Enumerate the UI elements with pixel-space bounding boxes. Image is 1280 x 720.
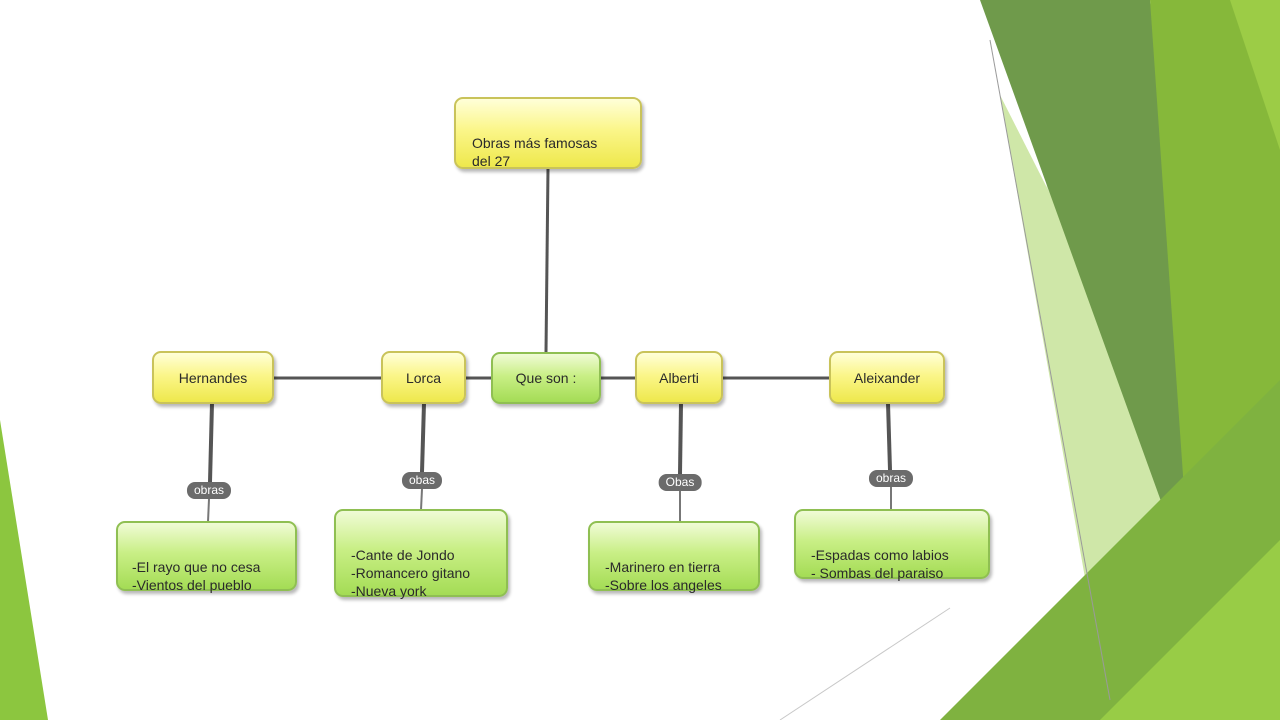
connector-aleixander-label xyxy=(886,402,892,471)
author-node-hernandes[interactable]: Hernandes xyxy=(152,351,274,404)
author-node-aleixander[interactable]: Aleixander xyxy=(829,351,945,404)
connector-label-hernandes-works xyxy=(207,498,210,523)
root-concept-node[interactable]: Obras más famosas del 27 xyxy=(454,97,642,169)
connector-lorca-label xyxy=(420,402,426,473)
author-node-lorca[interactable]: Lorca xyxy=(381,351,466,404)
connector-label-lorca-works xyxy=(420,488,423,511)
link-label-alberti: Obas xyxy=(658,474,702,491)
works-node-aleixander[interactable]: -Espadas como labios - Sombas del parais… xyxy=(794,509,990,581)
author-label: Lorca xyxy=(405,369,442,386)
works-list: -El rayo que no cesa -Vientos del pueblo xyxy=(132,559,261,593)
author-label: Aleixander xyxy=(853,369,921,386)
author-node-alberti[interactable]: Alberti xyxy=(635,351,723,404)
root-concept-label: Obras más famosas del 27 xyxy=(472,135,598,169)
hub-concept-node[interactable]: Que son : xyxy=(491,352,601,404)
thin-decor-line-2 xyxy=(779,607,951,720)
link-label-lorca: obas xyxy=(401,472,443,489)
link-label-hernandes: obras xyxy=(186,482,232,499)
connector-hernandes-label xyxy=(208,402,214,483)
works-node-lorca[interactable]: -Cante de Jondo -Romancero gitano -Nueva… xyxy=(334,509,508,599)
author-label: Alberti xyxy=(659,369,699,386)
right-bottom-light-wedge xyxy=(1100,540,1280,720)
left-edge-triangle xyxy=(0,420,48,720)
works-list: -Marinero en tierra -Sobre los angeles xyxy=(605,559,722,593)
author-label: Hernandes xyxy=(178,369,248,386)
link-label-aleixander: obras xyxy=(868,470,914,487)
thin-decor-line-1 xyxy=(989,39,1111,701)
connector-root-hub xyxy=(544,167,550,353)
works-node-hernandes[interactable]: -El rayo que no cesa -Vientos del pueblo xyxy=(116,521,297,593)
right-dark-band xyxy=(980,0,1210,540)
hub-concept-label: Que son : xyxy=(515,370,577,386)
works-list: -Cante de Jondo -Romancero gitano -Nueva… xyxy=(351,547,471,599)
works-node-alberti[interactable]: -Marinero en tierra -Sobre los angeles xyxy=(588,521,760,593)
right-top-corner xyxy=(1230,0,1280,150)
connector-alberti-label xyxy=(678,402,683,475)
works-list: -Espadas como labios - Sombas del parais… xyxy=(811,547,949,581)
